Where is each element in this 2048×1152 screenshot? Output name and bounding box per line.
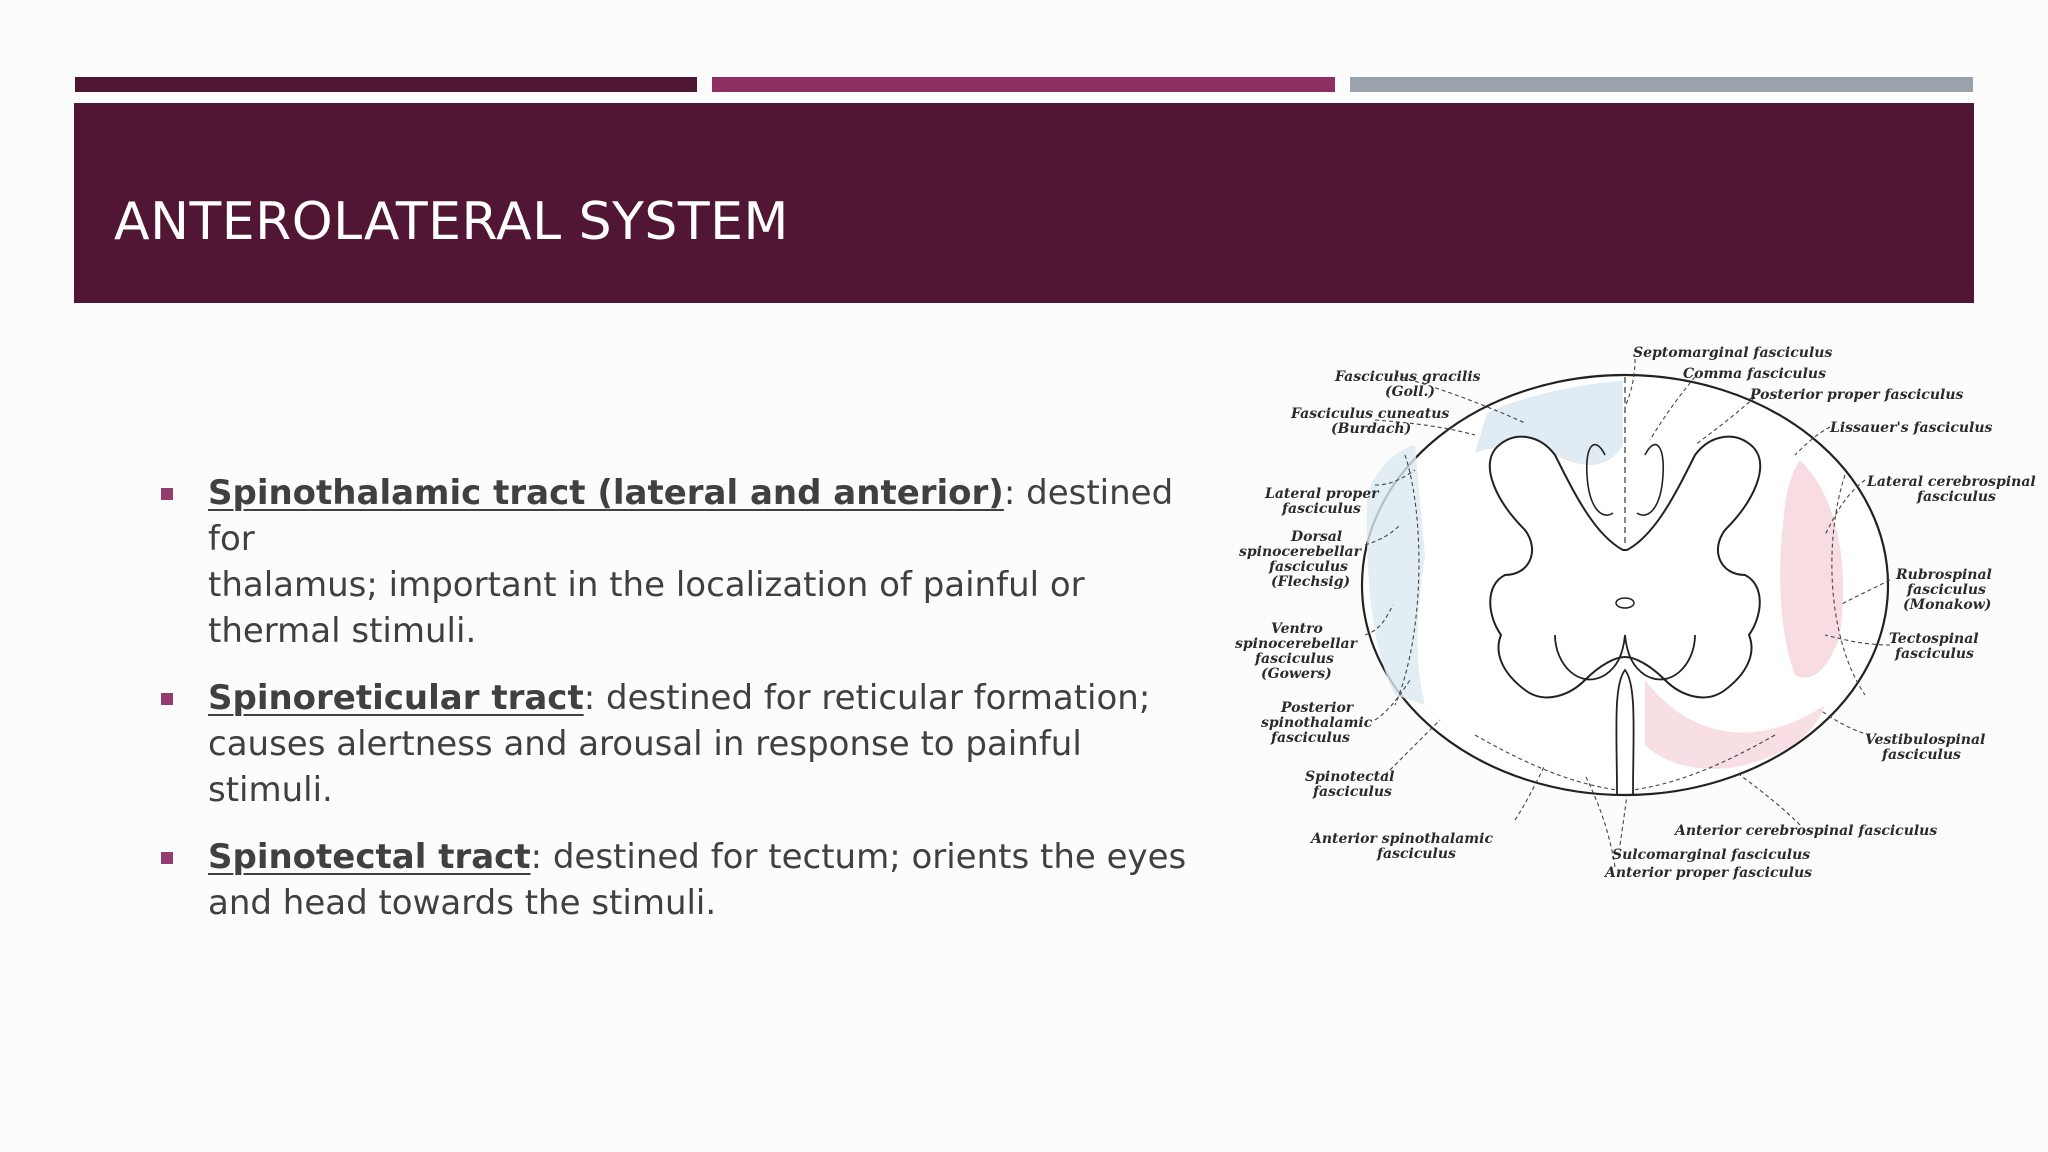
label-ventro-spinocerebellar: (Gowers) <box>1261 666 1332 682</box>
label-lateral-proper: Lateral proper <box>1264 486 1380 502</box>
label-tectospinal: Tectospinal <box>1889 631 1979 647</box>
bullet-text: thermal stimuli. <box>208 611 477 651</box>
leader-line <box>1384 719 1441 776</box>
leader-line <box>1819 709 1871 736</box>
spinal-cord-svg: Fasciculus gracilis (Goll.) Fasciculus c… <box>1235 345 2036 881</box>
label-rubrospinal: fasciculus <box>1906 582 1986 598</box>
bullet-text: : destined for tectum; orients the eyes <box>530 837 1187 877</box>
accent-stripe-2 <box>712 77 1335 92</box>
label-posterior-spinothalamic: Posterior <box>1280 700 1355 716</box>
label-tectospinal: fasciculus <box>1894 646 1974 662</box>
leader-line <box>1624 358 1636 408</box>
term-spinoreticular: Spinoreticular tract <box>208 678 584 718</box>
leader-line <box>1364 524 1401 546</box>
label-ventro-spinocerebellar: fasciculus <box>1254 651 1334 667</box>
posterior-horn-left <box>1585 443 1614 516</box>
bullet-text: and head towards the stimuli. <box>208 883 717 923</box>
label-rubrospinal: (Monakow) <box>1903 597 1991 613</box>
label-spinotectal: fasciculus <box>1312 784 1392 800</box>
label-comma-fasciculus: Comma fasciculus <box>1683 366 1826 382</box>
leader-line <box>1374 469 1416 486</box>
anterior-pink-region <box>1645 680 1825 769</box>
leader-line <box>1514 764 1546 821</box>
tract-boundary <box>1632 734 1776 791</box>
bullet-text: thalamus; important in the localization … <box>208 565 1085 605</box>
tract-boundary <box>1474 734 1618 791</box>
bullet-spinothalamic: Spinothalamic tract (lateral and anterio… <box>150 470 1210 654</box>
label-posterior-proper: Posterior proper fasciculus <box>1749 387 1963 403</box>
label-dorsal-spinocerebellar: spinocerebellar <box>1239 544 1363 560</box>
bullet-list: Spinothalamic tract (lateral and anterio… <box>150 470 1210 947</box>
leader-line <box>1824 479 1866 536</box>
label-fasciculus-gracilis: Fasciculus gracilis <box>1334 369 1481 385</box>
anterior-horn-inner <box>1554 634 1696 681</box>
leader-line <box>1584 774 1616 868</box>
label-dorsal-spinocerebellar: fasciculus <box>1268 559 1348 575</box>
lateral-blue-region <box>1366 445 1425 705</box>
label-fasciculus-cuneatus: Fasciculus cuneatus <box>1290 406 1449 422</box>
label-vestibulospinal: Vestibulospinal <box>1865 732 1985 748</box>
label-dorsal-spinocerebellar: (Flechsig) <box>1271 574 1350 590</box>
label-anterior-cerebrospinal: Anterior cerebrospinal fasciculus <box>1673 823 1937 839</box>
gray-matter-outline <box>1488 435 1762 699</box>
label-rubrospinal: Rubrospinal <box>1895 567 1992 583</box>
bullet-spinoreticular: Spinoreticular tract: destined for retic… <box>150 675 1210 813</box>
square-bullet-icon <box>161 488 173 500</box>
leader-line <box>1839 579 1891 606</box>
bullet-text: causes alertness and arousal in response… <box>208 724 1082 810</box>
bullet-spinotectal: Spinotectal tract: destined for tectum; … <box>150 834 1210 926</box>
label-septomarginal: Septomarginal fasciculus <box>1633 345 1832 361</box>
anterior-median-fissure <box>1615 668 1635 796</box>
label-dorsal-spinocerebellar: Dorsal <box>1290 529 1342 545</box>
bullet-text: : destined for <box>208 473 1174 559</box>
label-lissauer: Lissauer's fasciculus <box>1829 420 1993 436</box>
label-sulcomarginal: Sulcomarginal fasciculus <box>1612 847 1810 863</box>
label-lateral-cerebrospinal: Lateral cerebrospinal <box>1866 474 2036 490</box>
square-bullet-icon <box>161 852 173 864</box>
label-lateral-proper: fasciculus <box>1281 501 1361 517</box>
square-bullet-icon <box>161 693 173 705</box>
label-anterior-spinothalamic: Anterior spinothalamic <box>1309 831 1493 847</box>
central-canal <box>1615 597 1635 609</box>
label-posterior-spinothalamic: spinothalamic <box>1261 715 1373 731</box>
posterior-horn-right <box>1636 443 1665 516</box>
leader-line <box>1619 794 1628 846</box>
term-spinotectal: Spinotectal tract <box>208 837 531 877</box>
tract-boundary <box>1831 474 1866 696</box>
accent-stripe-1 <box>75 77 697 92</box>
accent-stripe-3 <box>1350 77 1973 92</box>
label-ventro-spinocerebellar: spinocerebellar <box>1235 636 1359 652</box>
leader-line <box>1739 774 1801 826</box>
label-posterior-spinothalamic: fasciculus <box>1270 730 1350 746</box>
label-anterior-proper: Anterior proper fasciculus <box>1603 865 1812 881</box>
leader-line <box>1364 604 1394 636</box>
label-lateral-cerebrospinal: fasciculus <box>1916 489 1996 505</box>
bullet-text: : destined for reticular formation; <box>583 678 1151 718</box>
label-anterior-spinothalamic: fasciculus <box>1376 846 1456 862</box>
label-fasciculus-gracilis: (Goll.) <box>1385 384 1435 400</box>
leader-line <box>1649 376 1696 441</box>
lateral-corticospinal-region <box>1780 460 1844 678</box>
tract-boundary <box>1394 454 1420 706</box>
spinal-cord-diagram: Fasciculus gracilis (Goll.) Fasciculus c… <box>1225 335 2048 905</box>
label-spinotectal: Spinotectal <box>1305 769 1395 785</box>
slide-title: ANTEROLATERAL SYSTEM <box>114 192 789 252</box>
label-vestibulospinal: fasciculus <box>1881 747 1961 763</box>
leader-line <box>1394 374 1526 424</box>
leader-line <box>1374 419 1476 436</box>
title-band: ANTEROLATERAL SYSTEM <box>74 103 1974 303</box>
leader-line <box>1794 426 1831 456</box>
label-ventro-spinocerebellar: Ventro <box>1271 621 1323 637</box>
term-spinothalamic: Spinothalamic tract (lateral and anterio… <box>208 473 1004 513</box>
leader-line <box>1694 396 1756 446</box>
label-fasciculus-cuneatus: (Burdach) <box>1331 421 1411 437</box>
